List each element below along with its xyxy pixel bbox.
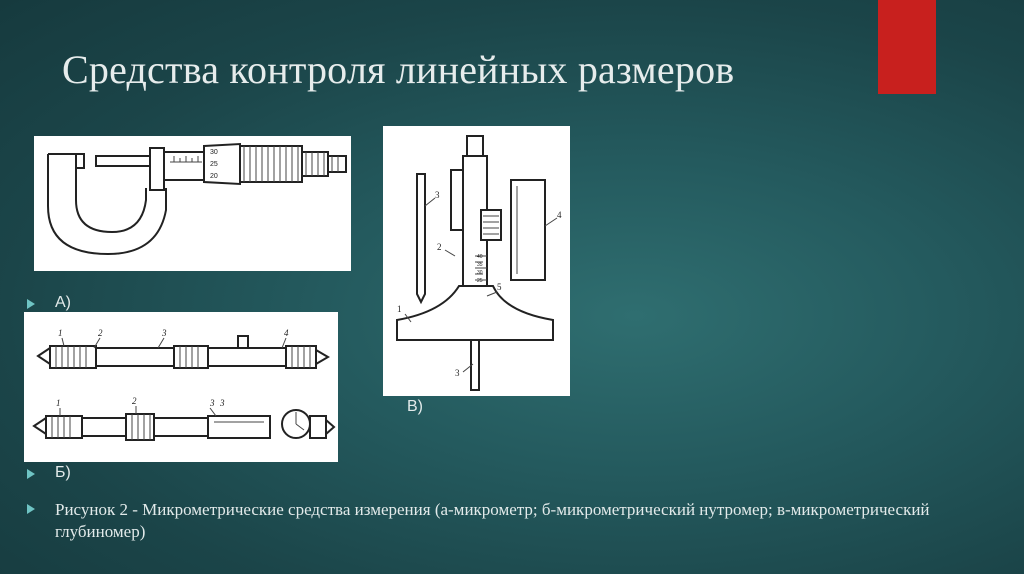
depth-callout-1: 1 xyxy=(397,304,402,314)
depth-scale-30: 30 xyxy=(477,270,483,276)
label-a: А) xyxy=(55,294,71,311)
depth-scale-25: 25 xyxy=(477,278,483,284)
bore-callout-3: 3 xyxy=(161,328,167,338)
depth-scale-35: 35 xyxy=(477,262,483,268)
bore-gauge-figure: 1 2 3 4 3 1 2 3 xyxy=(24,312,338,462)
slide-title: Средства контроля линейных размеров xyxy=(62,47,735,92)
label-b: Б) xyxy=(55,464,71,481)
bore-callout-6: 1 xyxy=(56,398,61,408)
depth-callout-4: 4 xyxy=(557,210,562,220)
figure-caption: Рисунок 2 - Микрометрические средства из… xyxy=(55,500,930,541)
bore-callout-7: 2 xyxy=(132,396,137,406)
bullet-icon xyxy=(27,504,35,514)
depth-gauge-figure: 3 2 1 3 4 5 40 35 30 25 xyxy=(383,126,570,396)
micrometer-scale-25: 25 xyxy=(210,161,218,168)
bore-gauge-drawing: 1 2 3 4 3 1 2 3 xyxy=(32,328,336,441)
depth-callout-3-bottom: 3 xyxy=(455,368,460,378)
depth-scale-40: 40 xyxy=(477,254,483,260)
micrometer-drawing: 30 25 20 xyxy=(47,142,347,256)
depth-gauge-drawing: 3 2 1 3 4 5 40 35 30 25 xyxy=(396,135,562,391)
bore-callout-8: 3 xyxy=(219,398,225,408)
depth-callout-2: 2 xyxy=(437,242,442,252)
bore-callout-4: 4 xyxy=(284,328,289,338)
micrometer-scale-20: 20 xyxy=(210,173,218,180)
bullet-icon xyxy=(27,299,35,309)
depth-callout-5: 5 xyxy=(497,282,502,292)
micrometer-scale-30: 30 xyxy=(210,149,218,156)
bore-callout-2: 2 xyxy=(98,328,103,338)
accent-tab xyxy=(878,0,936,94)
micrometer-figure: 30 25 20 xyxy=(34,136,351,271)
label-c: В) xyxy=(407,398,423,415)
bullet-icon xyxy=(27,469,35,479)
bore-callout-1: 1 xyxy=(58,328,63,338)
bore-callout-5: 3 xyxy=(209,398,215,408)
depth-callout-3-top: 3 xyxy=(435,190,440,200)
